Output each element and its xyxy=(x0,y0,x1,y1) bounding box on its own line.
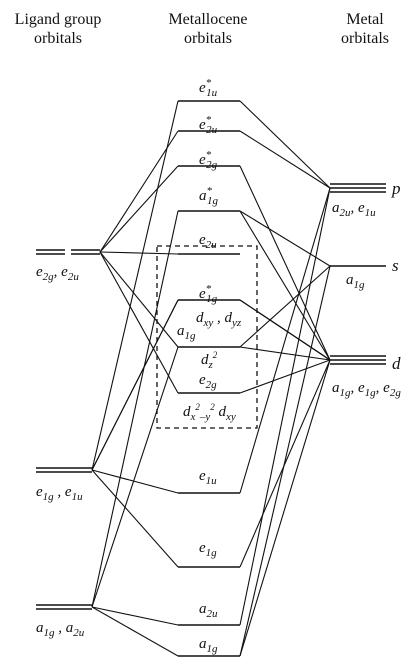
mo-label-e1g-star: e*1g xyxy=(199,283,218,305)
mo-label-e2u-star: e*2u xyxy=(199,114,218,136)
metallocene-header-line2: orbitals xyxy=(184,30,232,47)
metal-s-label: a1g xyxy=(346,272,365,291)
mo-label-dx2y2-dxy: dx2–y2 dxy xyxy=(183,402,236,423)
ligand-header-line2: orbitals xyxy=(34,30,82,47)
correlation-line-Md-a1g xyxy=(239,359,331,657)
correlation-line-L1-e2g-dx2y2 xyxy=(99,251,179,394)
metal-header-line2: orbitals xyxy=(341,30,389,47)
metal-p-symbol: p xyxy=(392,179,401,198)
metal-p-label: a2u, e1u xyxy=(332,200,376,219)
correlation-line-Md-e2g-dx2y2 xyxy=(239,359,331,394)
ligand-header-line1: Ligand group xyxy=(14,11,102,28)
correlation-line-L3-a1g xyxy=(91,606,179,657)
mo-label-e1u: e1u xyxy=(199,468,217,487)
mo-label-e1u-star: e*1u xyxy=(199,77,218,99)
correlation-line-L2-e1u- xyxy=(91,100,179,471)
metal-s-symbol: s xyxy=(392,256,399,275)
correlation-line-Md-a1g-dz2 xyxy=(239,346,331,361)
correlation-line-Mp-e2u- xyxy=(239,130,331,189)
mo-label-a1g-star: a*1g xyxy=(199,185,218,207)
mo-label-e2g-star: e*2g xyxy=(199,149,218,171)
mo-label-a2u: a2u xyxy=(199,601,218,620)
correlation-line-L1-e2g- xyxy=(99,165,179,253)
ligand-header: Ligand group orbitals xyxy=(8,10,108,48)
mo-label-dz2: dz2 xyxy=(201,350,218,371)
correlation-line-L2-e1g xyxy=(91,469,179,568)
mo-label-e2g-inner: e2g xyxy=(199,372,217,391)
metal-header-line1: Metal xyxy=(346,11,384,28)
ligand-level-label-e2g-e2u: e2g, e2u xyxy=(36,264,79,283)
correlation-line-L3-a1g- xyxy=(91,210,179,608)
metallocene-header-line1: Metallocene xyxy=(168,11,248,28)
correlation-line-Md-e1g xyxy=(239,359,331,568)
correlation-line-L1-e2u- xyxy=(99,130,179,253)
mo-label-a1g-inner: a1g xyxy=(177,323,196,342)
correlation-line-Mp-e1u- xyxy=(239,100,331,189)
metal-d-symbol: d xyxy=(392,354,401,373)
correlation-line-L1-a1g-dz2 xyxy=(99,251,179,348)
correlation-line-L2-dxy-dyz xyxy=(91,299,179,471)
correlation-line-Mp-e1u xyxy=(239,187,331,494)
correlation-line-L2-e1u xyxy=(91,469,179,494)
mo-label-a1g: a1g xyxy=(199,636,218,655)
correlation-line-Ms-a1g- xyxy=(239,210,331,267)
correlation-line-Md-dxy-dyz xyxy=(239,299,331,361)
energy-levels xyxy=(36,100,386,657)
mo-label-e2u: e2u xyxy=(199,232,217,251)
correlation-line-Ms-a1g xyxy=(239,265,331,657)
ligand-level-label-e1g-e1u: e1g , e1u xyxy=(36,484,83,503)
metal-d-label: a1g, e1g, e2g xyxy=(332,380,401,399)
correlation-line-L1-e2u xyxy=(99,251,179,255)
metallocene-header: Metallocene orbitals xyxy=(158,10,258,48)
nonbonding-box xyxy=(156,245,258,429)
mo-label-dxy-dyz: dxy , dyz xyxy=(196,310,242,329)
correlation-line-Ms-a1g-dz2 xyxy=(239,265,331,348)
mo-label-e1g: e1g xyxy=(199,540,217,559)
correlation-lines xyxy=(91,100,331,657)
correlation-line-Md-a1g- xyxy=(239,210,331,361)
correlation-line-Md-e2g- xyxy=(239,165,331,361)
correlation-line-L3-a1g-dz2 xyxy=(91,346,179,608)
correlation-line-Mp-a2u xyxy=(239,187,331,626)
correlation-line-L3-a2u xyxy=(91,606,179,626)
metal-header: Metal orbitals xyxy=(330,10,400,48)
ligand-level-label-a1g-a2u: a1g , a2u xyxy=(36,620,85,639)
